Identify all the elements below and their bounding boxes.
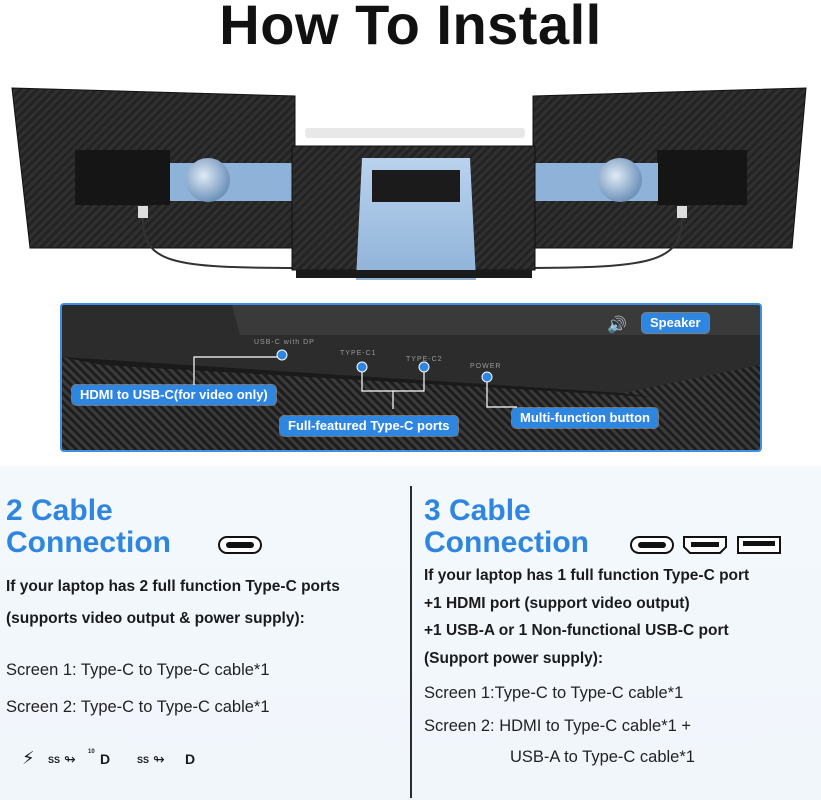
usb-icon: ↬ xyxy=(153,751,165,767)
speaker-label: Speaker xyxy=(642,313,709,333)
multi-function-button-label: Multi-function button xyxy=(512,408,658,428)
engraved-typec1-label: TYPE-C1 xyxy=(340,350,377,357)
speaker-icon: 🔊 xyxy=(607,317,627,334)
two-cable-screen2: Screen 2: Type-C to Type-C cable*1 xyxy=(6,698,270,716)
ports-detail-panel: USB-C with DP TYPE-C1 TYPE-C2 POWER 🔊 Sp… xyxy=(60,303,762,452)
ss-label-2: SS xyxy=(137,755,150,765)
three-cable-screen2-b: USB-A to Type-C cable*1 xyxy=(510,748,695,766)
engraved-power-label: POWER xyxy=(470,363,502,370)
three-cable-screen2-a: Screen 2: HDMI to Type-C cable*1 + xyxy=(424,717,692,735)
three-cable-desc-line2: +1 HDMI port (support video output) xyxy=(424,595,690,612)
two-cable-title-line1: 2 Cable xyxy=(6,494,113,527)
hdmi-to-usbc-label: HDMI to USB-C(for video only) xyxy=(72,385,276,405)
two-cable-screen1: Screen 1: Type-C to Type-C cable*1 xyxy=(6,661,270,679)
displayport-icon: D xyxy=(185,751,196,767)
type-c-ports-label: Full-featured Type-C ports xyxy=(280,416,458,436)
thunderbolt-icon: ⚡︎ xyxy=(22,748,35,768)
three-cable-desc-line4: (Support power supply): xyxy=(424,650,604,667)
product-image xyxy=(0,78,821,298)
three-cable-title-line1: 3 Cable xyxy=(424,494,531,527)
two-cable-desc-line1: If your laptop has 2 full function Type-… xyxy=(6,578,340,595)
ss-label-1: SS xyxy=(48,755,61,765)
ss-speed-label: 10 xyxy=(88,749,95,755)
engraved-typec2-label: TYPE-C2 xyxy=(406,356,443,363)
displayport-icon: D xyxy=(100,751,111,767)
connection-info-section: 2 Cable Connection If your laptop has 2 … xyxy=(0,466,821,800)
column-divider xyxy=(410,486,412,798)
two-cable-desc-line2: (supports video output & power supply): xyxy=(6,610,305,627)
two-cable-title-line2: Connection xyxy=(6,526,171,559)
three-cable-screen1: Screen 1:Type-C to Type-C cable*1 xyxy=(424,684,684,702)
three-cable-desc-line1: If your laptop has 1 full function Type-… xyxy=(424,567,750,584)
usb-icon: ↬ xyxy=(64,751,76,767)
three-cable-desc-line3: +1 USB-A or 1 Non-functional USB-C port xyxy=(424,622,729,639)
three-cable-title-line2: Connection xyxy=(424,526,589,559)
usb-a-port-icon xyxy=(737,536,781,554)
page-title: How To Install xyxy=(219,0,602,56)
usb-c-port-icon xyxy=(218,536,262,554)
hdmi-port-icon xyxy=(683,536,727,554)
engraved-usbc-dp-label: USB-C with DP xyxy=(254,339,315,346)
usb-c-port-icon xyxy=(630,536,674,554)
